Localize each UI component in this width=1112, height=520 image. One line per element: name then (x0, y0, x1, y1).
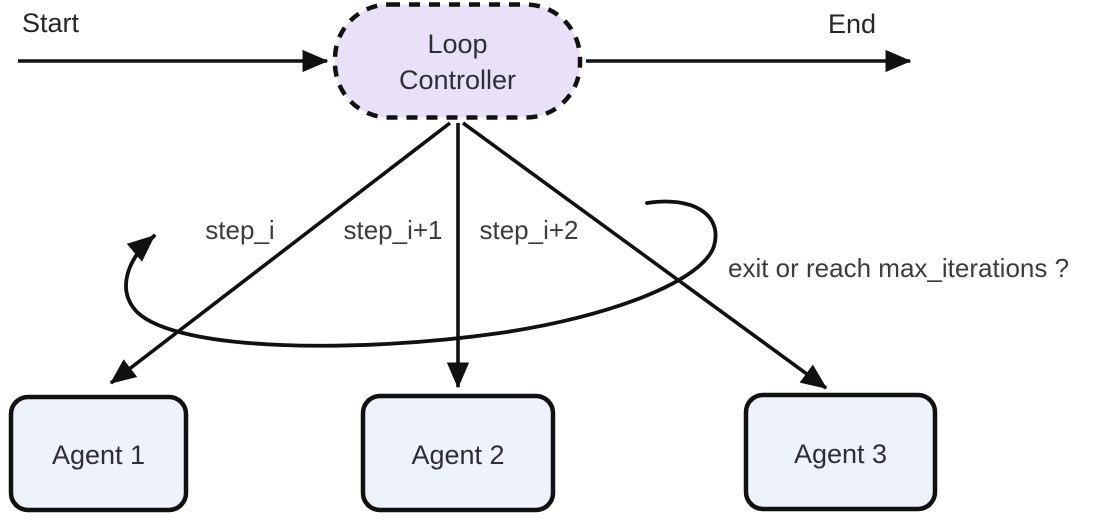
edge-controller-to-agent-1 (109, 121, 452, 385)
loop-controller-label-line1: Loop (427, 29, 487, 59)
edge-label-step-i-plus-1: step_i+1 (343, 215, 442, 245)
agent-2-node (360, 393, 556, 513)
agent-2-label: Agent 2 (411, 440, 504, 470)
agent-1-node (8, 394, 189, 513)
loop-back-edge (124, 199, 718, 348)
edge-label-step-i-plus-2: step_i+2 (479, 215, 578, 245)
loop-controller-node (332, 2, 583, 120)
loop-controller-label-line2: Controller (399, 65, 516, 95)
edge-label-step-i: step_i (205, 215, 274, 245)
start-label: Start (22, 8, 80, 38)
end-label: End (828, 9, 876, 39)
edge-controller-to-agent-3 (461, 121, 828, 390)
loop-condition-label: exit or reach max_iterations ? (728, 253, 1069, 283)
agent-1-label: Agent 1 (52, 440, 145, 470)
agent-3-node (743, 392, 938, 512)
agent-3-label: Agent 3 (794, 439, 887, 469)
